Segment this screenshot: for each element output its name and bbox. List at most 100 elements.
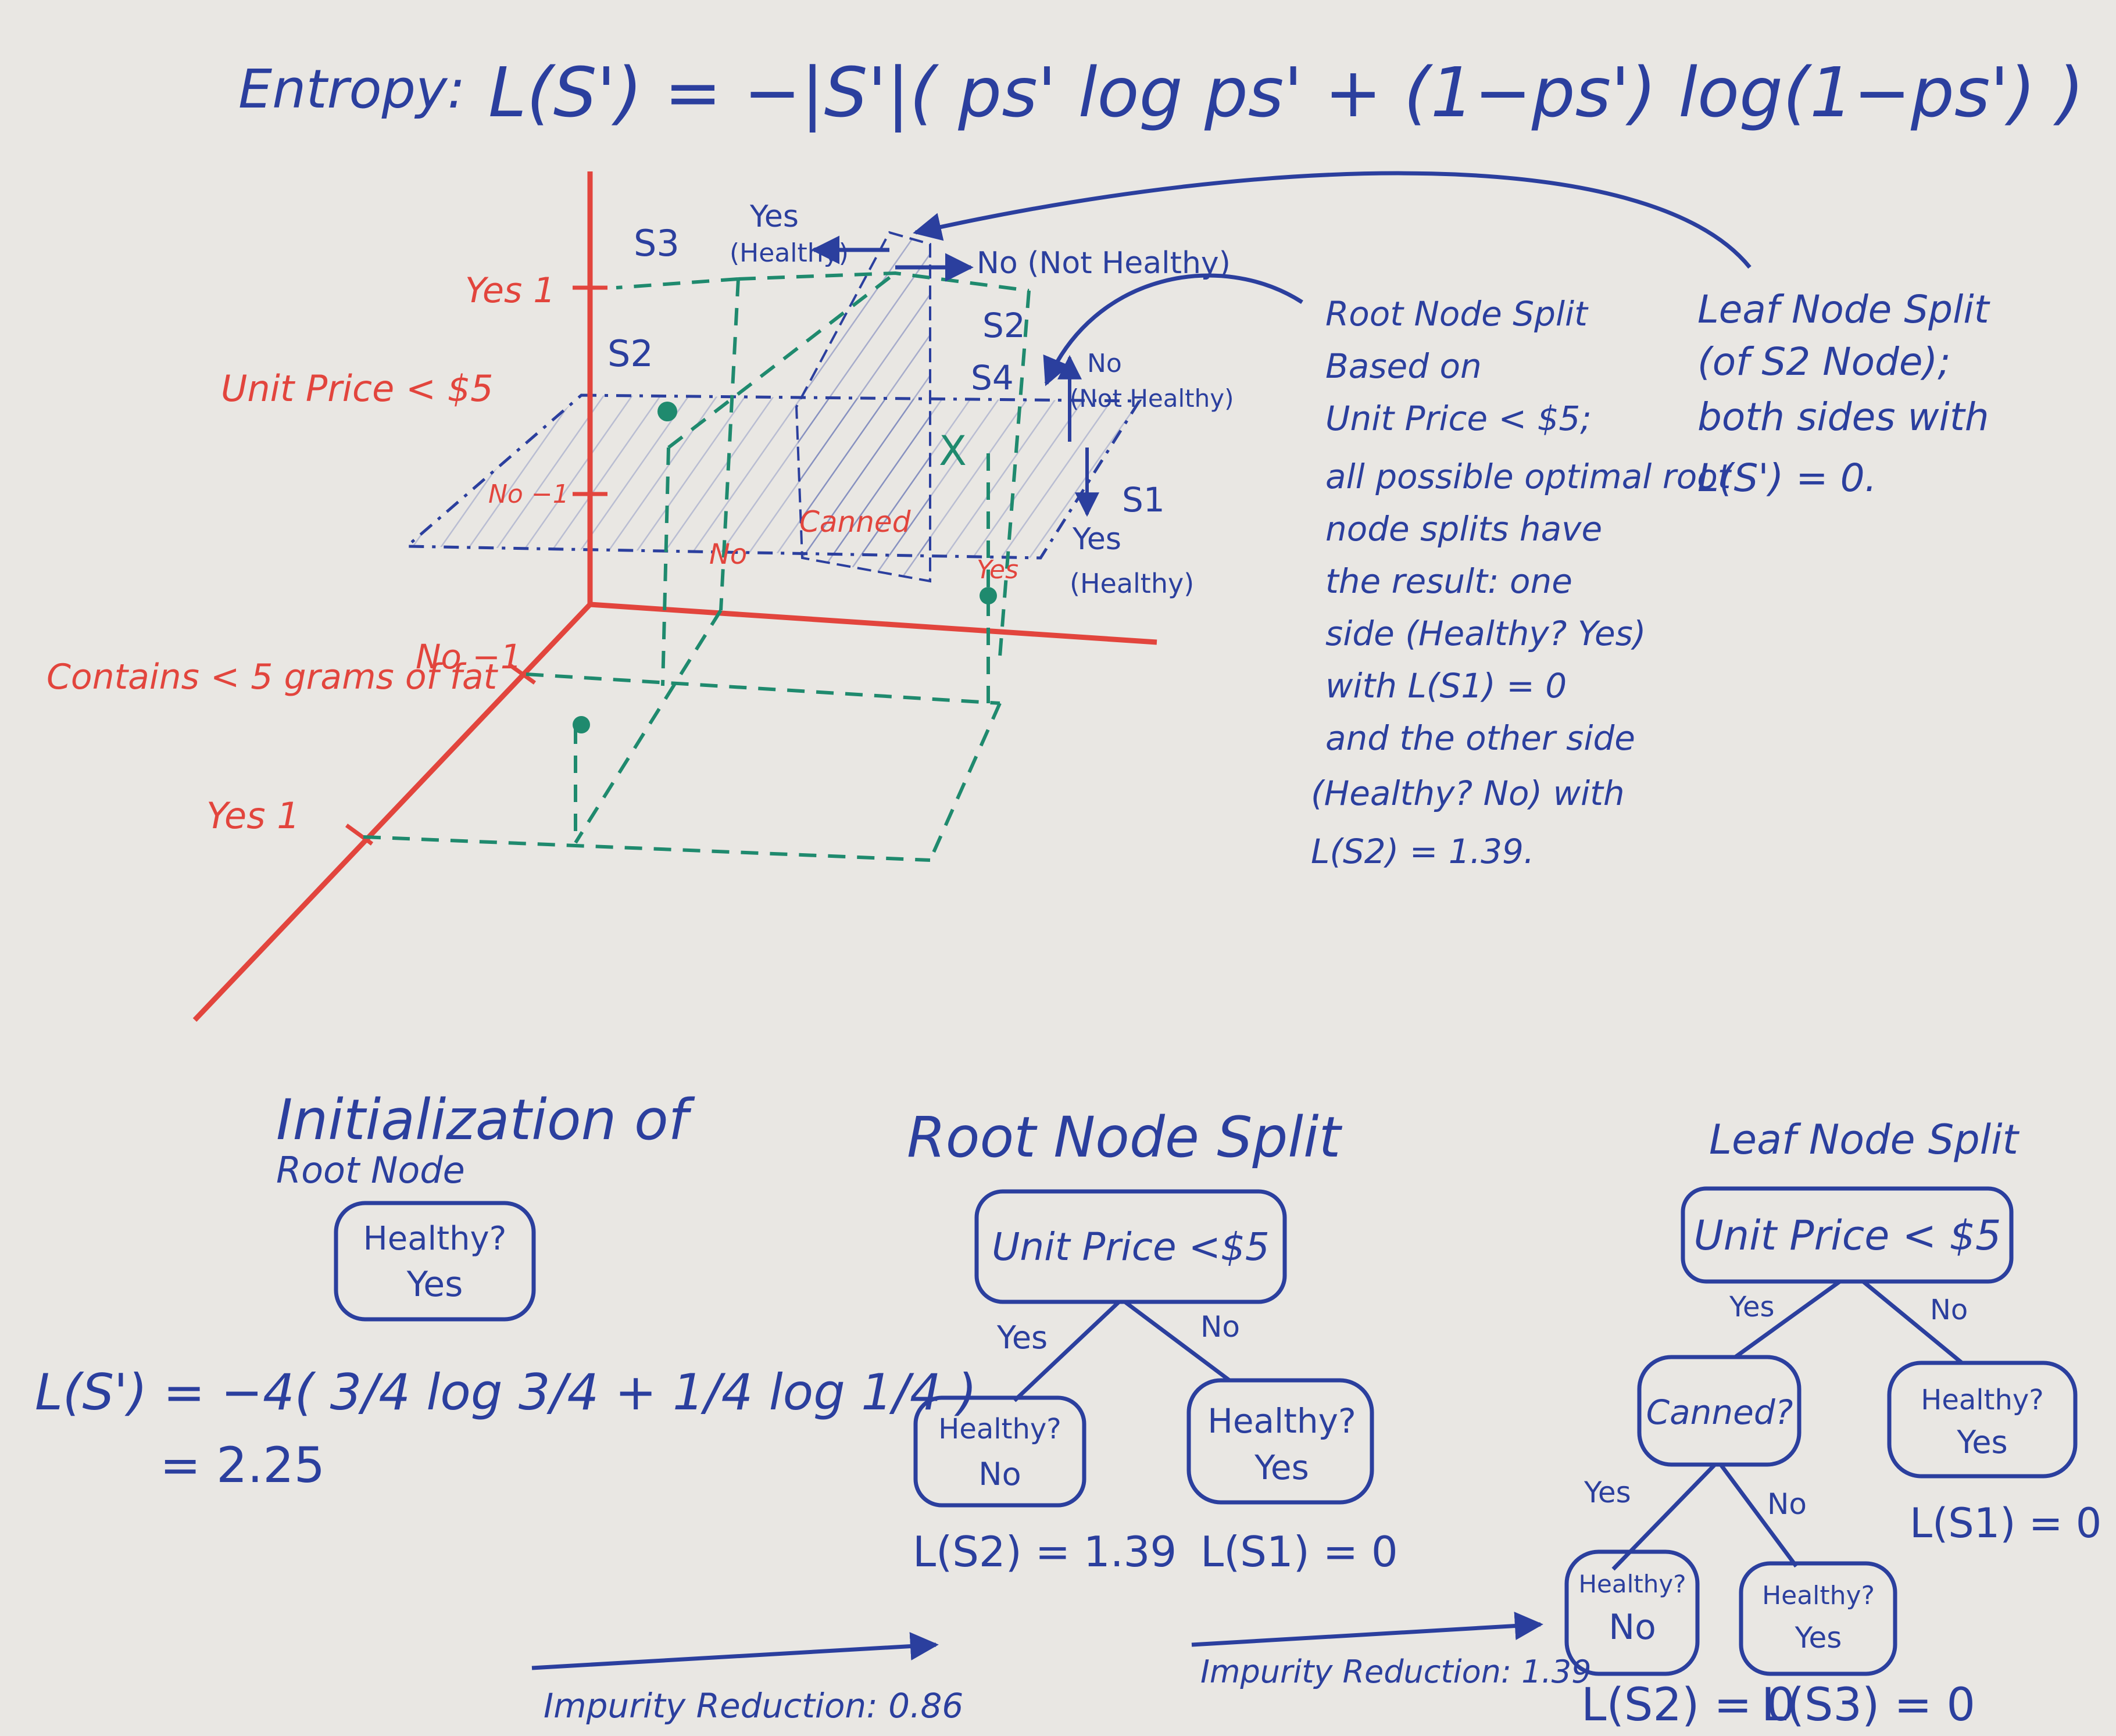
data-point [657, 402, 677, 421]
split-wall [795, 231, 931, 583]
canned-edge-no-label: No [1767, 1487, 1807, 1521]
root-left-node [913, 1395, 1086, 1508]
region-label-s2-left: S2 [607, 332, 653, 375]
canned-node [1637, 1355, 1802, 1467]
axis-label-canned: Canned [799, 505, 911, 539]
leaf-ll-loss: L(S2) = 0 [1581, 1679, 1795, 1731]
root-note-line: (Healthy? No) with [1311, 774, 1625, 813]
tick-label-v-no: No −1 [488, 479, 569, 509]
leaf-callout-arrow [913, 171, 1752, 269]
root-note-line: Unit Price < $5; [1325, 399, 1592, 438]
root-split-title: Root Node Split [907, 1105, 1343, 1170]
root-node [974, 1189, 1287, 1304]
region-label-s1: S1 [1122, 480, 1165, 520]
tick-label-h-yes: Yes [977, 555, 1018, 585]
reduction-arrow-2 [1191, 1612, 1543, 1647]
root-right-loss: L(S1) = 0 [1200, 1527, 1398, 1576]
root-note-line: and the other side [1325, 718, 1635, 758]
init-result: = 2.25 [160, 1437, 325, 1494]
root-split-note: Root Node Split Based on Unit Price < $5… [1311, 294, 1732, 871]
leaf-right-line2: Yes [1956, 1424, 2007, 1461]
root-left-line2: No [978, 1456, 1021, 1492]
leaf-right-loss: L(S1) = 0 [1910, 1499, 2101, 1547]
leaf-ll-node [1564, 1549, 1700, 1676]
init-subtitle: Root Node [276, 1149, 465, 1191]
tick-label-v-yes: Yes 1 [465, 270, 555, 311]
root-note-line: node splits have [1325, 509, 1602, 549]
canned-edge-no [1719, 1463, 1798, 1568]
root-edge-no-label: No [1200, 1310, 1240, 1344]
root-right-line2: Yes [1254, 1448, 1309, 1487]
leaf-lr-line1: Healthy? [1762, 1581, 1875, 1610]
root-right-node [1186, 1378, 1374, 1505]
root-note-line: side (Healthy? Yes) [1325, 614, 1646, 653]
entropy-label: Entropy: [238, 58, 465, 120]
leaf-root-label: Unit Price < $5 [1694, 1212, 2001, 1259]
region-label-s3: S3 [634, 222, 680, 264]
arrow-label-right-healthy: (Healthy) [1070, 568, 1194, 599]
root-note-line: Based on [1325, 346, 1482, 386]
root-callout-arrow [1043, 273, 1303, 386]
leaf-split-tree: Leaf Node Split Unit Price < $5 Yes No C… [1564, 1116, 2101, 1731]
init-node-line2: Yes [406, 1264, 463, 1305]
root-edge-no [1123, 1300, 1231, 1382]
reduction-label-1: Impurity Reduction: 0.86 [544, 1686, 963, 1726]
root-split-tree: Root Node Split Unit Price <$5 Yes No He… [907, 1105, 1398, 1576]
canned-node-label: Canned? [1646, 1393, 1793, 1432]
tick-label-d-no: No −1 [416, 637, 522, 676]
axis-label-fat: Contains < 5 grams of fat [47, 657, 499, 697]
data-point [980, 587, 997, 604]
root-edge-yes-label: Yes [996, 1319, 1048, 1356]
root-note-line: with L(S1) = 0 [1325, 666, 1567, 706]
canned-edge-yes-label: Yes [1584, 1476, 1631, 1509]
root-node-label: Unit Price <$5 [992, 1225, 1270, 1269]
init-formula: L(S') = −4( 3/4 log 3/4 + 1/4 log 1/4 ) [35, 1363, 977, 1422]
leaf-ll-line1: Healthy? [1578, 1570, 1686, 1598]
leaf-note-line: (of S2 Node); [1697, 339, 1950, 384]
tick-label-d-yes: Yes 1 [206, 794, 300, 837]
leaf-lr-node [1739, 1561, 1897, 1676]
split-plane [403, 393, 1142, 560]
arrow-label-right-not-healthy: (Not Healthy) [1070, 384, 1234, 413]
root-note-line: Root Node Split [1325, 294, 1589, 334]
leaf-split-title: Leaf Node Split [1709, 1116, 2020, 1164]
leaf-edge-yes-label: Yes [1729, 1291, 1774, 1323]
data-point [573, 716, 590, 733]
init-title: Initialization of [276, 1087, 695, 1152]
init-node-line1: Healthy? [363, 1220, 507, 1258]
init-section: Initialization of Root Node Healthy? Yes… [35, 1087, 977, 1494]
arrow-label-right-no: No [1087, 349, 1122, 378]
arrow-label-top-yes: Yes [749, 199, 799, 234]
root-right-line1: Healthy? [1207, 1401, 1356, 1441]
root-left-line1: Healthy? [938, 1413, 1061, 1445]
leaf-root-node [1681, 1186, 2014, 1284]
leaf-edge-yes [1733, 1280, 1842, 1359]
leaf-note-line: Leaf Node Split [1697, 287, 1990, 332]
axis-horizontal [589, 602, 1157, 645]
leaf-lr-loss: L(S3) = 0 [1761, 1679, 1975, 1731]
entropy-formula: L(S') = −|S'|( ps' log ps' + (1−ps') log… [488, 52, 2084, 133]
arrow-label-right-yes: Yes [1072, 522, 1121, 557]
plot-3d: X Unit Price < $5 Canned Contains < 5 gr… [47, 171, 1752, 1022]
leaf-split-note: Leaf Node Split (of S2 Node); both sides… [1697, 287, 1990, 500]
reduction-label-2: Impurity Reduction: 1.39 [1200, 1653, 1592, 1690]
region-label-s4: S4 [971, 358, 1014, 398]
root-note-line: L(S2) = 1.39. [1311, 832, 1534, 871]
leaf-ll-line2: No [1609, 1607, 1656, 1648]
leaf-right-node [1887, 1361, 2078, 1479]
reduction-arrow-1 [531, 1632, 939, 1670]
root-edge-yes [1013, 1300, 1121, 1402]
tick-d-no [509, 664, 537, 685]
root-left-loss: L(S2) = 1.39 [913, 1527, 1177, 1576]
leaf-edge-no [1861, 1280, 1964, 1365]
leaf-edge-no-label: No [1930, 1294, 1968, 1326]
root-note-line: all possible optimal root [1325, 457, 1732, 496]
root-note-line: the result: one [1325, 561, 1572, 601]
init-node [334, 1201, 536, 1322]
leaf-note-line: both sides with [1697, 395, 1989, 439]
leaf-lr-line2: Yes [1795, 1621, 1842, 1655]
impurity-reductions: Impurity Reduction: 0.86 Impurity Reduct… [531, 1612, 1592, 1726]
tick-d-yes [345, 824, 374, 846]
entropy-header: Entropy: L(S') = −|S'|( ps' log ps' + (1… [238, 52, 2084, 133]
